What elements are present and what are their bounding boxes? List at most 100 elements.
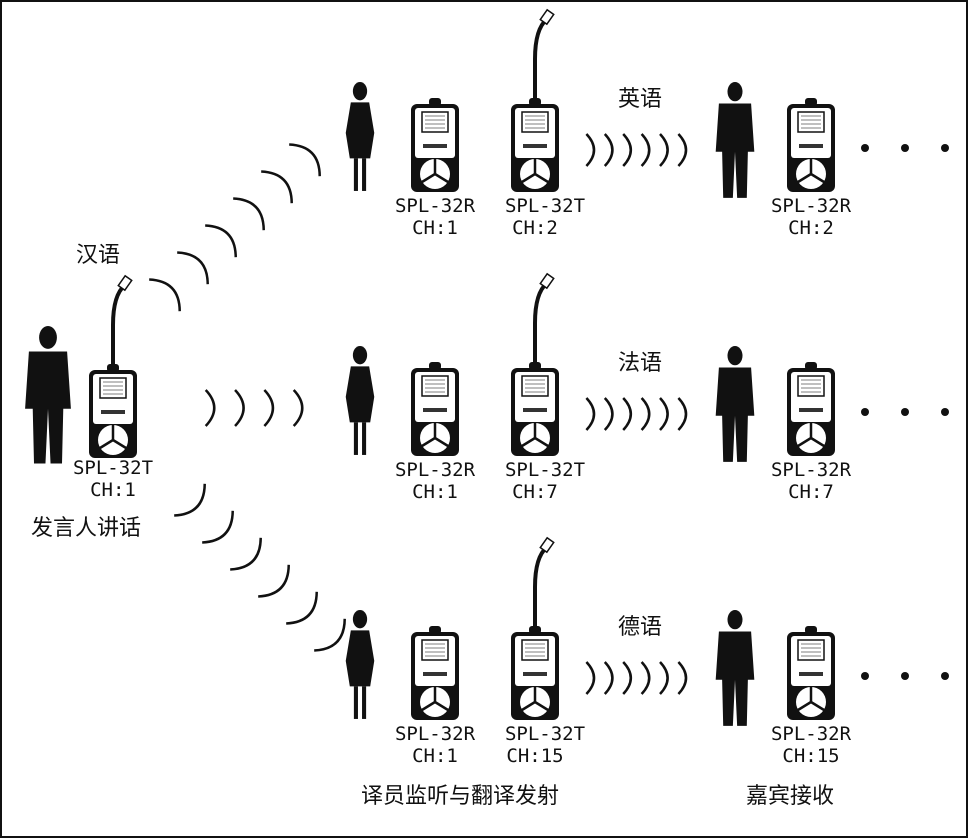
interpreter-receiver-channel: CH:1 <box>412 217 458 239</box>
radio-wave-icon <box>603 397 614 431</box>
radio-wave-icon <box>263 389 275 427</box>
radio-wave-icon <box>603 133 614 167</box>
radio-wave-icon <box>659 397 669 431</box>
row-language: 法语 <box>618 351 662 376</box>
guest-receiver-channel: CH:15 <box>782 745 839 767</box>
radio-wave-icon <box>258 564 290 598</box>
lcd-screen <box>99 377 127 399</box>
radio-wave-icon <box>204 389 216 427</box>
ellipsis-dot <box>941 672 949 680</box>
radio-wave-icon <box>205 224 237 258</box>
brand-logo <box>423 144 447 148</box>
radio-wave-icon <box>640 661 651 695</box>
brand-logo <box>523 408 547 412</box>
interpreter-receiver-model: SPL-32R <box>395 723 476 745</box>
interpreter-receiver-model: SPL-32R <box>395 195 476 217</box>
interpreter-figure <box>345 346 375 455</box>
ellipsis-dot <box>861 672 869 680</box>
guest-receiver-model: SPL-32R <box>771 459 852 481</box>
ellipsis-dot <box>861 408 869 416</box>
interpreter-transmitter-channel: CH:15 <box>506 745 563 767</box>
interpreter-transmitter-model: SPL-32T <box>505 723 585 745</box>
radio-wave-icon <box>233 197 265 231</box>
brand-logo <box>523 144 547 148</box>
brand-logo <box>799 408 823 412</box>
speaker-wave-bottom <box>174 483 346 652</box>
speaker-transmitter <box>89 274 137 458</box>
brand-logo <box>523 672 547 676</box>
interpreter-transmitter <box>511 272 559 456</box>
guest-receiver <box>787 626 835 720</box>
guest-receiver <box>787 362 835 456</box>
radio-wave-icon <box>314 618 346 652</box>
brand-logo <box>799 672 823 676</box>
interpreter-receiver-channel: CH:1 <box>412 745 458 767</box>
radio-wave-icon <box>234 389 245 427</box>
guest-receiver <box>787 98 835 192</box>
interpreter-receiver <box>411 626 459 720</box>
interpreter-wave <box>585 133 688 167</box>
radio-wave-icon <box>174 483 206 517</box>
speaker-figure <box>25 326 71 464</box>
radio-wave-icon <box>640 397 651 431</box>
brand-logo <box>423 408 447 412</box>
ellipsis-dot <box>941 144 949 152</box>
radio-wave-icon <box>202 510 234 544</box>
guest-receiver-model: SPL-32R <box>771 723 852 745</box>
interpreter-figure <box>345 610 375 719</box>
lcd-screen <box>797 111 825 133</box>
interpreter-receiver <box>411 362 459 456</box>
radio-wave-icon <box>292 389 304 427</box>
lcd-screen <box>521 639 549 661</box>
interpreter-wave <box>585 661 688 695</box>
radio-wave-icon <box>149 278 181 312</box>
radio-wave-icon <box>585 133 596 167</box>
radio-wave-icon <box>230 537 262 571</box>
guest-caption: 嘉宾接收 <box>746 784 834 809</box>
lcd-screen <box>521 375 549 397</box>
interpreter-transmitter-model: SPL-32T <box>505 195 585 217</box>
radio-wave-icon <box>622 133 633 167</box>
radio-wave-icon <box>659 133 669 167</box>
row-language: 英语 <box>618 87 662 112</box>
brand-logo <box>799 144 823 148</box>
lcd-screen <box>421 375 449 397</box>
radio-wave-icon <box>585 397 596 431</box>
interpreter-wave <box>585 397 688 431</box>
ellipsis-dot <box>941 408 949 416</box>
ellipsis-dot <box>901 144 909 152</box>
lcd-screen <box>797 639 825 661</box>
interpreter-transmitter <box>511 8 559 192</box>
interpreter-caption: 译员监听与翻译发射 <box>361 784 559 809</box>
radio-wave-icon <box>677 133 688 167</box>
ellipsis-dot <box>861 144 869 152</box>
speaker-wave-top <box>149 143 321 312</box>
interpreter-transmitter-model: SPL-32T <box>505 459 585 481</box>
speaker-wave-middle <box>204 389 304 427</box>
guest-figure <box>715 82 755 198</box>
radio-wave-icon <box>289 143 321 177</box>
interpreter-receiver <box>411 98 459 192</box>
speaker-device-model: SPL-32T <box>73 457 153 479</box>
interpreter-figure <box>345 82 375 191</box>
interpreter-transmitter-channel: CH:2 <box>512 217 558 239</box>
speaker-device-channel: CH:1 <box>90 479 136 501</box>
brand-logo <box>423 672 447 676</box>
radio-wave-icon <box>261 170 293 204</box>
radio-wave-icon <box>286 591 318 625</box>
interpreter-transmitter-channel: CH:7 <box>512 481 558 503</box>
lcd-screen <box>421 111 449 133</box>
lcd-screen <box>421 639 449 661</box>
guest-figure <box>715 610 755 726</box>
radio-wave-icon <box>659 661 669 695</box>
radio-wave-icon <box>677 661 688 695</box>
row-language: 德语 <box>618 615 662 640</box>
ellipsis-dot <box>901 672 909 680</box>
radio-wave-icon <box>640 133 651 167</box>
radio-wave-icon <box>677 397 688 431</box>
radio-wave-icon <box>603 661 614 695</box>
lcd-screen <box>797 375 825 397</box>
guest-figure <box>715 346 755 462</box>
guest-receiver-channel: CH:2 <box>788 217 834 239</box>
